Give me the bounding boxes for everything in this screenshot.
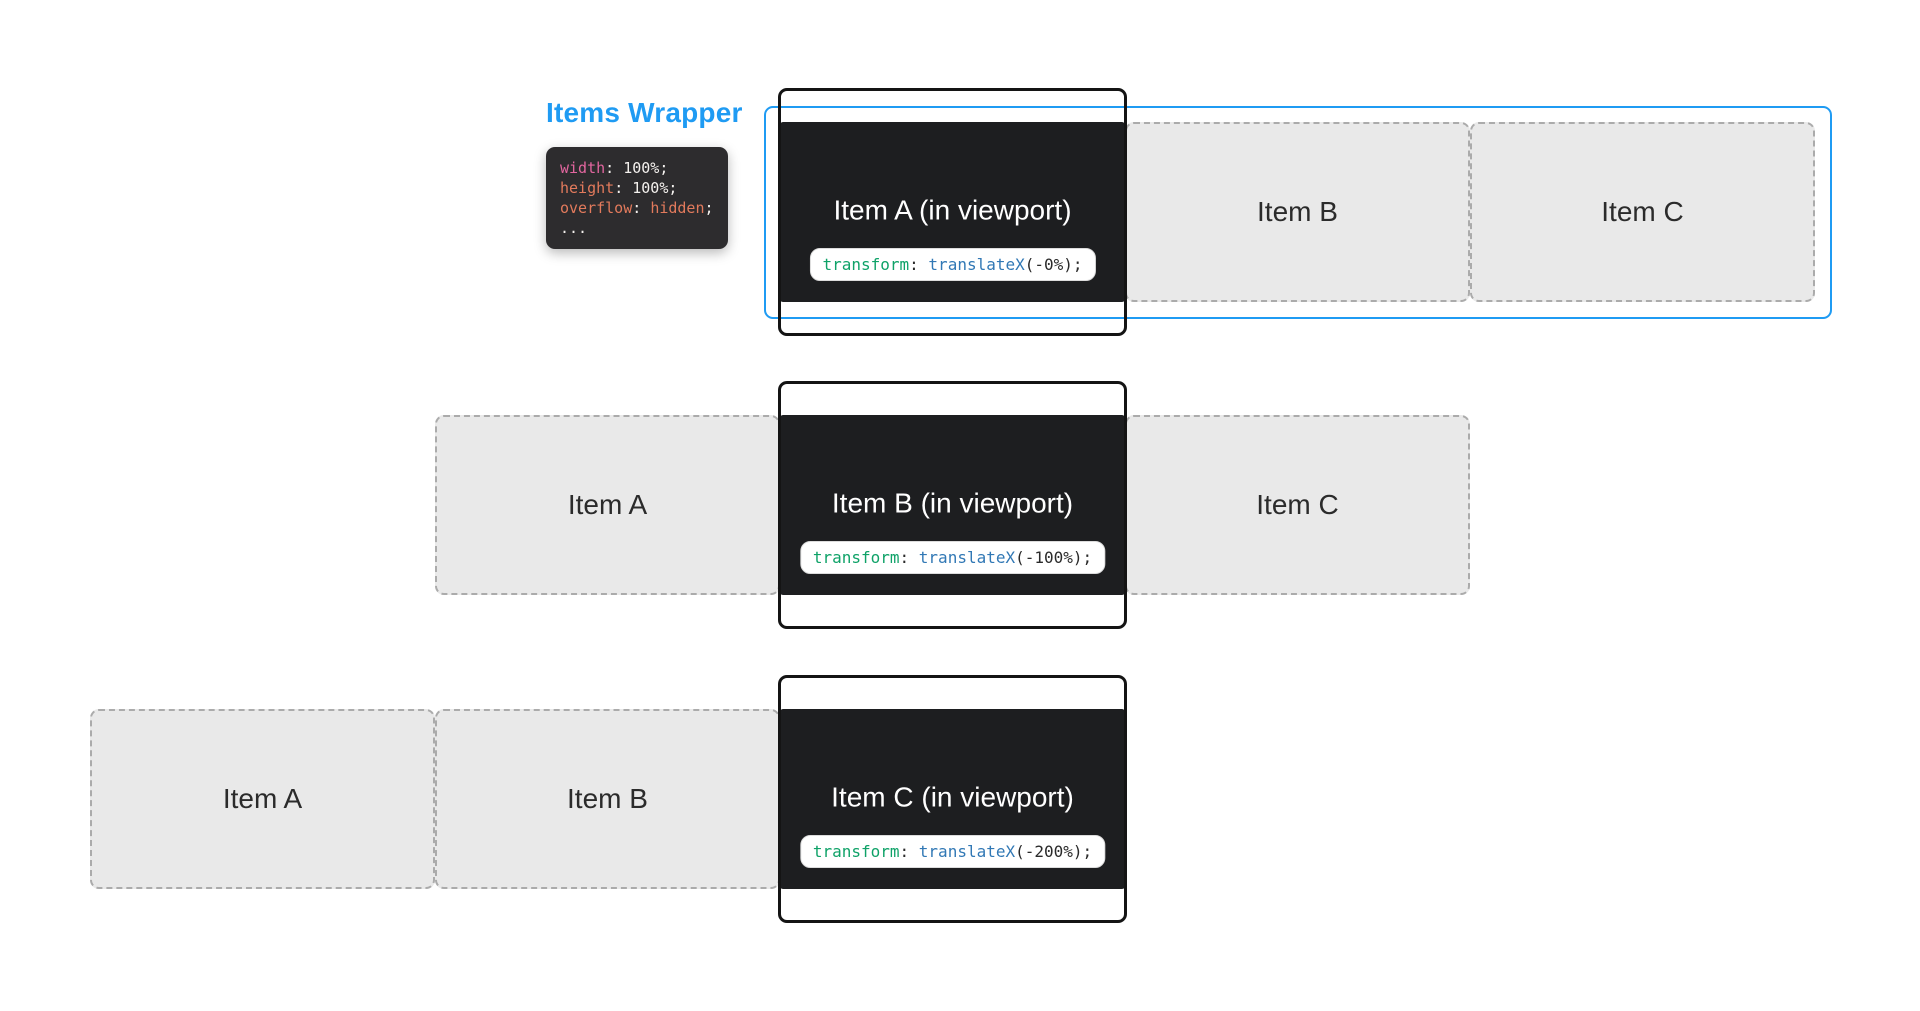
code-token: transform [812, 842, 900, 861]
items-wrapper-label: Items Wrapper [546, 97, 743, 128]
code-token: : [605, 159, 624, 177]
code-token: : [899, 548, 919, 567]
code-line: height: 100%; [560, 178, 714, 198]
item-label: Item A (in viewport) [833, 194, 1072, 226]
code-token: translateX [928, 255, 1025, 274]
wrapper-css-code-block: width: 100%;height: 100%;overflow: hidde… [546, 147, 728, 249]
code-token: : [632, 199, 651, 217]
code-token: 100%; [632, 179, 678, 197]
ghost-item-item-b: Item B [1125, 122, 1470, 302]
code-line: overflow: hidden; [560, 198, 714, 218]
item-label: Item B [1257, 196, 1338, 227]
code-token: (-100%); [1015, 548, 1093, 567]
ghost-item-item-c: Item C [1125, 415, 1470, 595]
code-token: overflow [560, 199, 633, 217]
transform-code-pill: transform: translateX(-200%); [799, 835, 1106, 868]
code-token: translateX [918, 548, 1016, 567]
ghost-item-item-b: Item B [435, 709, 780, 889]
item-label: Item A [222, 783, 303, 814]
code-token: translateX [918, 842, 1016, 861]
ghost-item-item-a: Item A [435, 415, 780, 595]
code-token: : [899, 842, 919, 861]
viewport-item-item-c-in-viewport: Item C (in viewport) transform: translate… [780, 709, 1125, 889]
code-token: hidden [650, 199, 705, 217]
viewport-item-item-b-in-viewport: Item B (in viewport) transform: translate… [780, 415, 1125, 595]
code-token: ... [560, 219, 588, 237]
code-token: : [909, 255, 929, 274]
item-label: Item A [567, 489, 648, 520]
ghost-item-item-c: Item C [1470, 122, 1815, 302]
item-label: Item C (in viewport) [831, 781, 1074, 813]
code-line: width: 100%; [560, 158, 714, 178]
viewport-item-item-a-in-viewport: Item A (in viewport) transform: translate… [780, 122, 1125, 302]
code-token: 100%; [623, 159, 669, 177]
code-token: (-200%); [1015, 842, 1093, 861]
code-token: transform [822, 255, 910, 274]
code-token: transform [812, 548, 900, 567]
code-token: (-0%); [1024, 255, 1083, 274]
ghost-item-item-a: Item A [90, 709, 435, 889]
item-label: Item B (in viewport) [831, 487, 1074, 519]
transform-code-pill: transform: translateX(-0%); [809, 248, 1096, 281]
transform-code-pill: transform: translateX(-100%); [799, 541, 1106, 574]
item-label: Item C [1256, 489, 1339, 520]
code-token: : [614, 179, 633, 197]
code-token: width [560, 159, 606, 177]
code-token: ; [704, 199, 714, 217]
item-label: Item B [567, 783, 648, 814]
code-line: ... [560, 218, 714, 238]
item-label: Item C [1601, 196, 1684, 227]
code-token: height [560, 179, 615, 197]
